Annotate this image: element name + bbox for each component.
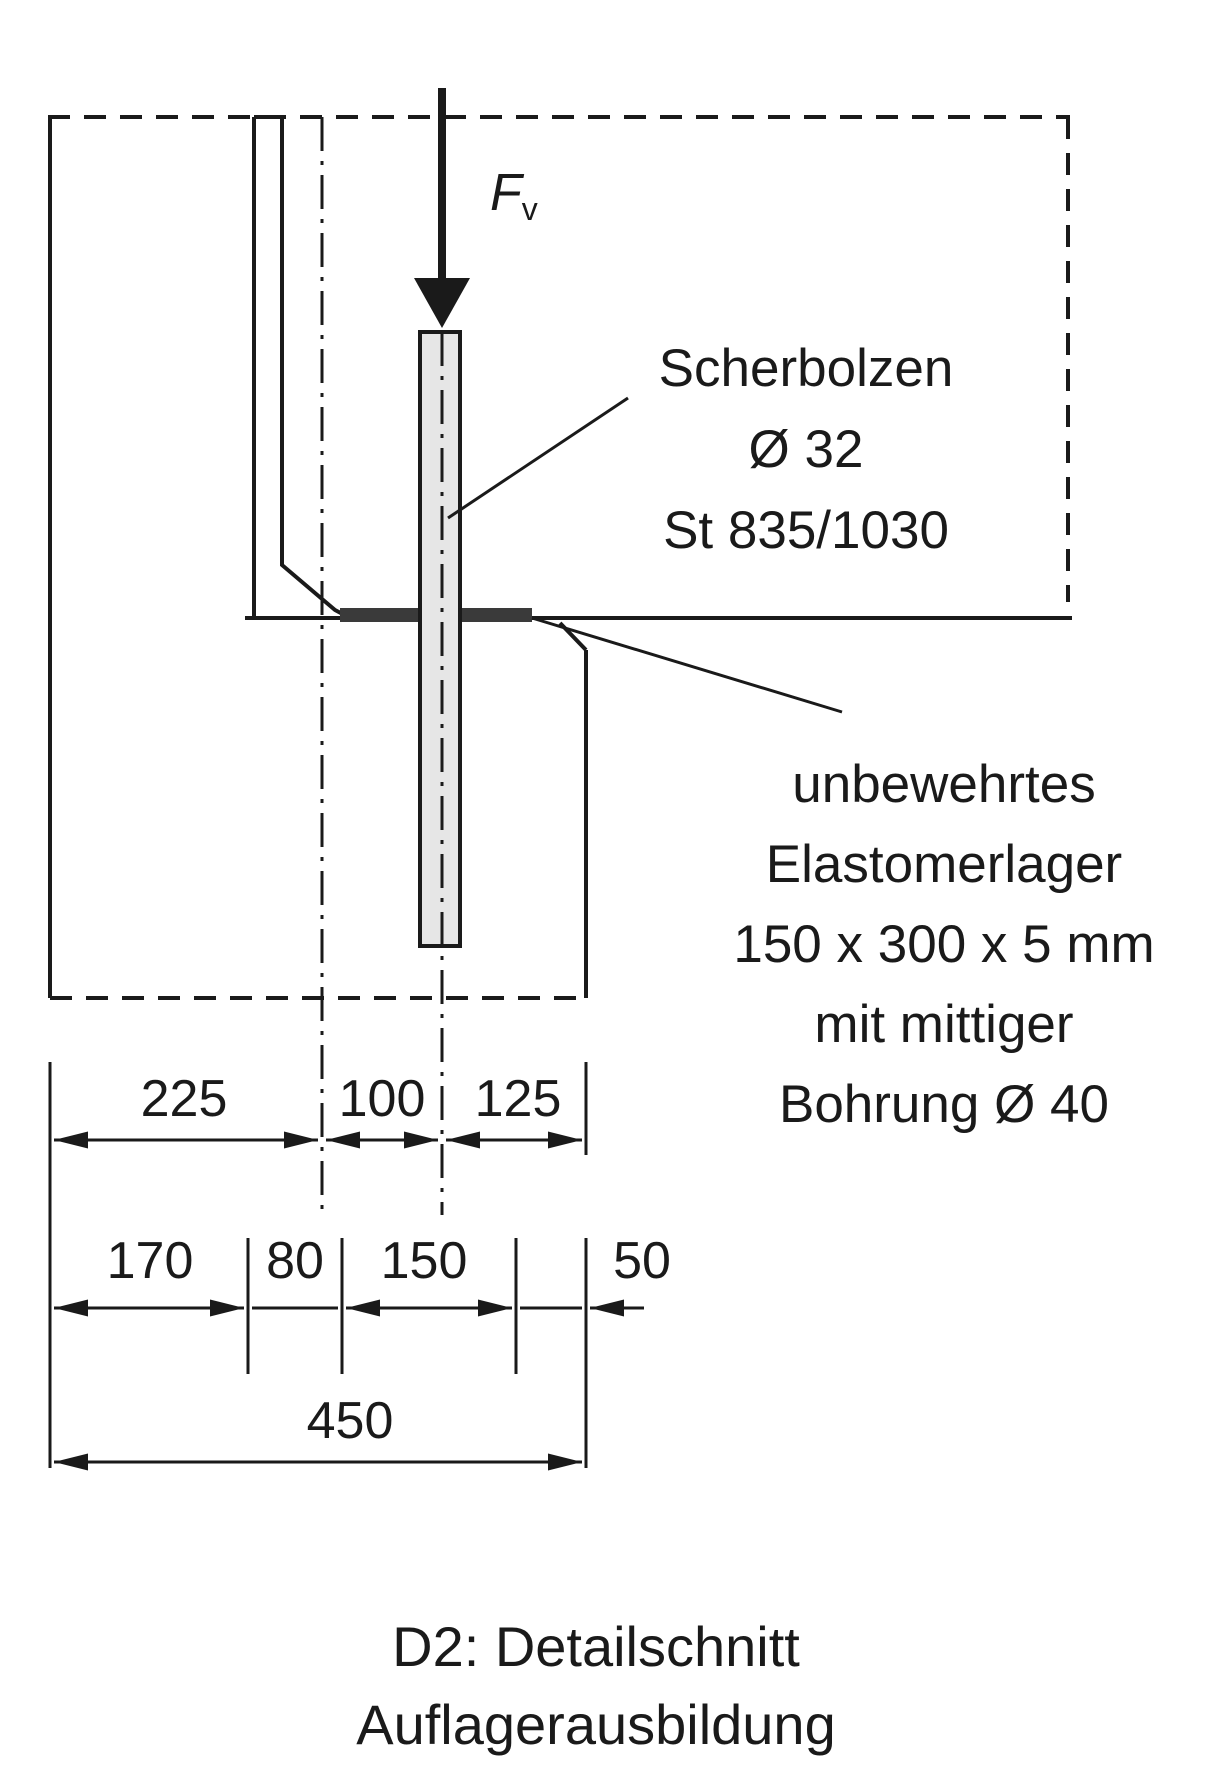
dim-150: 150	[381, 1232, 468, 1290]
force-subscript: v	[522, 191, 538, 227]
force-label: Fv	[490, 164, 538, 227]
bolt-diameter: Ø 32	[749, 420, 864, 479]
caption-line-2: Auflagerausbildung	[356, 1693, 835, 1756]
dimension-row-1: 225 100 125	[48, 1062, 588, 1155]
dim-170: 170	[107, 1232, 194, 1290]
dimension-row-2: 170 80 150 50	[48, 1120, 671, 1468]
load-arrow	[414, 88, 470, 328]
bolt-steel-grade: St 835/1030	[663, 501, 949, 560]
bearing-line-5: Bohrung Ø 40	[779, 1075, 1109, 1134]
bearing-line-1: unbewehrtes	[792, 755, 1095, 814]
dim-100: 100	[339, 1070, 426, 1128]
dim-450: 450	[307, 1392, 394, 1450]
bearing-line-2: Elastomerlager	[766, 835, 1122, 894]
dim-225: 225	[141, 1070, 228, 1128]
center-lines	[320, 117, 444, 1215]
lower-support	[48, 117, 588, 1000]
bearing-label: unbewehrtes Elastomerlager 150 x 300 x 5…	[733, 755, 1154, 1134]
dim-80: 80	[266, 1232, 324, 1290]
bolt-leader-line	[447, 396, 629, 520]
bearing-leader-line	[531, 616, 843, 714]
bolt-label: Scherbolzen Ø 32 St 835/1030	[659, 339, 954, 560]
bearing-line-3: 150 x 300 x 5 mm	[733, 915, 1154, 974]
dim-50: 50	[613, 1232, 671, 1290]
bolt-name: Scherbolzen	[659, 339, 954, 398]
shear-bolt	[418, 330, 462, 948]
caption: D2: Detailschnitt Auflagerausbildung	[356, 1615, 835, 1756]
caption-line-1: D2: Detailschnitt	[392, 1615, 800, 1678]
bearing-line-4: mit mittiger	[814, 995, 1073, 1054]
dim-125: 125	[475, 1070, 562, 1128]
upper-corbel	[252, 115, 351, 620]
dimension-total: 450	[54, 1392, 582, 1471]
